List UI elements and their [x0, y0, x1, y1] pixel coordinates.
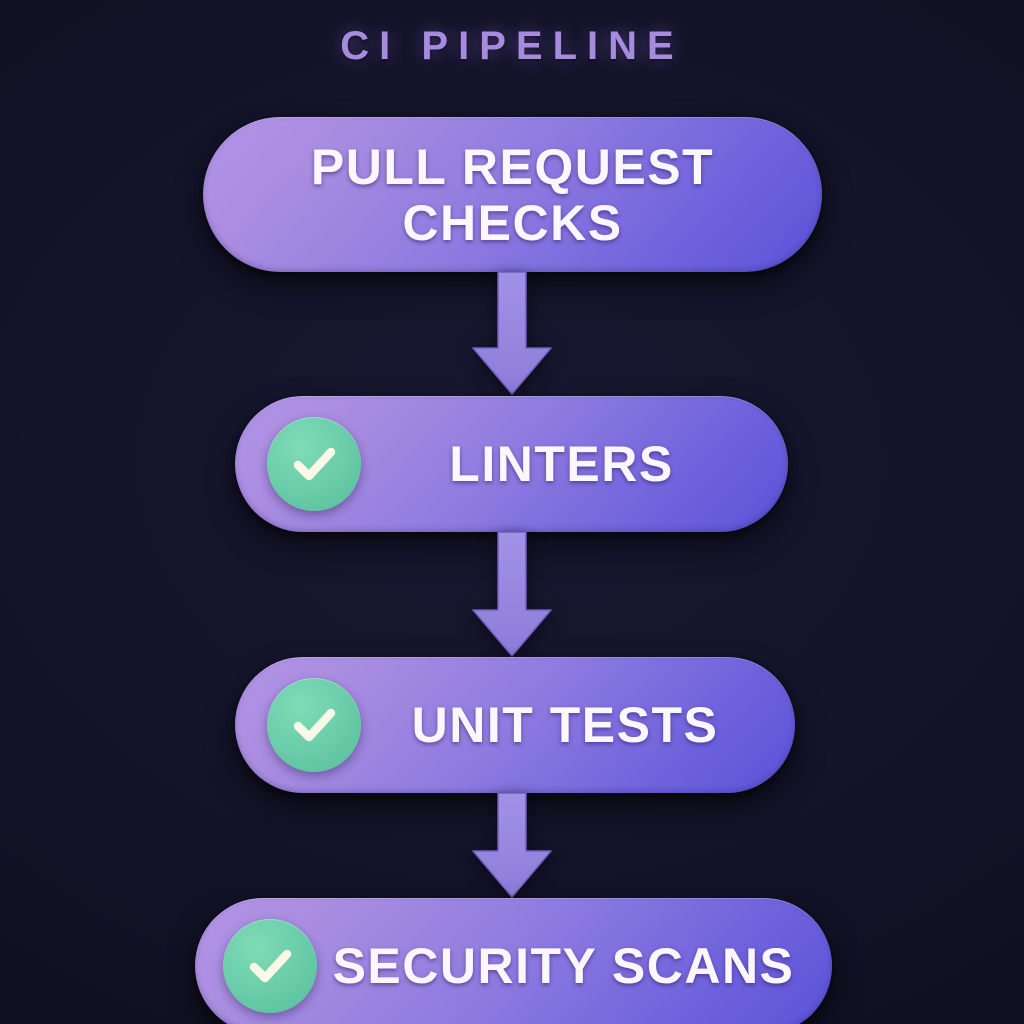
check-icon — [267, 417, 361, 511]
arrow-down-icon — [464, 793, 560, 899]
check-icon — [223, 919, 317, 1013]
arrow-down-icon — [464, 532, 560, 658]
pipeline-node-label: SECURITY SCANS — [332, 938, 795, 994]
check-icon — [267, 678, 361, 772]
diagram-title: CI PIPELINE — [340, 24, 684, 68]
pipeline-node-linters[interactable]: LINTERS — [235, 396, 788, 532]
pipeline-node-label: PULL REQUEST CHECKS — [310, 138, 715, 251]
pipeline-node-pull-request-checks[interactable]: PULL REQUEST CHECKS — [203, 117, 822, 272]
pipeline-node-security-scans[interactable]: SECURITY SCANS — [195, 898, 832, 1024]
pipeline-node-label: LINTERS — [449, 436, 674, 492]
arrow-down-icon — [464, 272, 560, 396]
pipeline-node-unit-tests[interactable]: UNIT TESTS — [235, 657, 795, 793]
pipeline-node-label: UNIT TESTS — [411, 697, 719, 753]
